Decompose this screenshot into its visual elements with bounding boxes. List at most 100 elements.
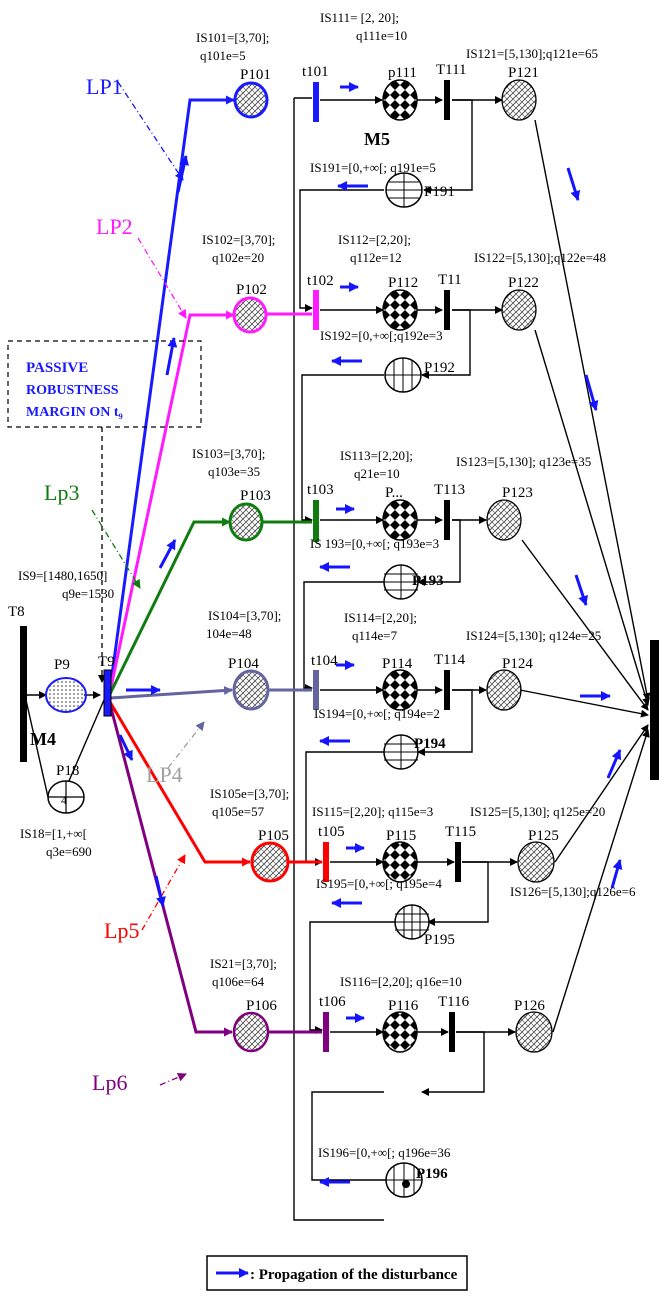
t116-label: T116	[438, 994, 470, 1010]
transitions	[20, 80, 659, 1052]
p122-label: P122	[508, 275, 539, 291]
p102-label: P102	[236, 282, 267, 298]
transition-t112	[444, 290, 450, 330]
transition-t9	[103, 669, 112, 717]
place-p194	[383, 734, 419, 770]
place-p9	[45, 677, 87, 713]
t105-label: t105	[318, 824, 345, 840]
is104-text: IS104=[3,70];	[208, 608, 281, 623]
passive-line1: PASSIVE	[26, 360, 88, 376]
place-p123	[486, 499, 522, 541]
transition-t101	[313, 82, 319, 122]
place-p116	[382, 1011, 418, 1053]
t101-label: t101	[302, 64, 329, 80]
q106-text: q106e=64	[212, 974, 265, 989]
q9-text: q9e=1530	[62, 586, 114, 601]
lp1-label: LP1	[86, 74, 123, 99]
place-p112	[382, 289, 418, 331]
p115-label: P115	[386, 828, 416, 844]
disturbance-arrows	[118, 82, 623, 1187]
is125-text: IS125=[5,130]; q125e=20	[470, 804, 605, 819]
place-p192	[384, 357, 422, 393]
place-p106	[232, 1011, 270, 1053]
place-p105	[250, 841, 290, 883]
t8-label: T8	[8, 604, 25, 620]
lp5-label: Lp5	[104, 918, 139, 943]
place-p121	[501, 79, 537, 121]
lp4-label: LP4	[146, 762, 183, 787]
p18-token: 4	[61, 793, 67, 807]
q113-text: q21e=10	[354, 466, 400, 481]
transition-t115	[455, 842, 461, 882]
is122-text: IS122=[5,130];q122e=48	[474, 250, 606, 265]
is116-text: IS116=[2,20]; q16e=10	[340, 974, 462, 989]
p196-label: P196	[416, 1166, 448, 1182]
t114-label: T114	[434, 652, 466, 668]
place-p113	[382, 499, 418, 541]
p121-label: P121	[508, 65, 539, 81]
q112-text: q112e=12	[350, 250, 402, 265]
q105-text: q105e=57	[212, 804, 265, 819]
is114-text: IS114=[2,20];	[344, 610, 417, 625]
m4-label: M4	[30, 729, 56, 749]
q114-text: q114e=7	[352, 628, 398, 643]
t111-label: T111	[436, 62, 467, 78]
lp6-arc	[108, 703, 233, 1037]
return-bus-line	[293, 98, 384, 1221]
is105-text: IS105e=[3,70];	[210, 786, 289, 801]
p125-label: P125	[528, 828, 559, 844]
m5-label: M5	[364, 129, 390, 149]
place-p196	[385, 1162, 423, 1198]
transition-t104	[313, 670, 319, 710]
is191-text: IS191=[0,+∞[; q191e=5	[310, 160, 436, 175]
passive-line3: MARGIN ON t₉	[26, 405, 123, 420]
transition-t111	[444, 80, 450, 120]
label-pointers	[91, 81, 205, 1086]
is112-text: IS112=[2,20];	[338, 232, 411, 247]
is103-text: IS103=[3,70];	[192, 446, 265, 461]
is194-text: IS194=[0,+∞[; q194e=2	[314, 706, 440, 721]
is9-text: IS9=[1480,1650]	[18, 568, 107, 583]
transition-t103	[313, 500, 319, 542]
is193-text: IS 193=[0,+∞[; q193e=3	[310, 536, 439, 551]
place-p102	[232, 296, 268, 334]
is126-text: IS126=[5,130];q126e=6	[510, 884, 636, 899]
place-p104	[232, 669, 270, 711]
is123-text: IS123=[5,130]; q123e=35	[456, 454, 591, 469]
place-p114	[382, 669, 418, 711]
q18-text: q3e=690	[46, 844, 92, 859]
p113-label: P...	[385, 485, 403, 501]
places	[45, 79, 555, 1198]
p123-label: P123	[502, 485, 533, 501]
is195-text: IS195=[0,+∞[; q195e=4	[316, 876, 442, 891]
place-p124	[486, 669, 522, 711]
p116-label: P116	[388, 998, 419, 1014]
q103-text: q103e=35	[208, 464, 260, 479]
transition-final	[650, 640, 659, 780]
is101-text: IS101=[3,70];	[196, 30, 269, 45]
q104-text: 104e=48	[206, 626, 252, 641]
passive-robustness-box: PASSIVE ROBUSTNESS MARGIN ON t₉	[7, 340, 202, 683]
transition-t106	[323, 1012, 329, 1052]
is102-text: IS102=[3,70];	[202, 232, 275, 247]
legend: : Propagation of the disturbance	[206, 1255, 468, 1291]
p195-label: P195	[424, 932, 455, 948]
place-p115	[382, 841, 418, 883]
is196-text: IS196=[0,+∞[; q196e=36	[318, 1145, 451, 1160]
is115-text: IS115=[2,20]; q115e=3	[312, 804, 433, 819]
q111-text: q111e=10	[356, 28, 407, 43]
p114-label: P114	[382, 656, 413, 672]
place-p193	[383, 564, 419, 600]
place-p111	[382, 79, 418, 121]
transition-t113	[444, 500, 450, 540]
place-p103	[228, 502, 264, 542]
place-p101	[233, 81, 269, 119]
t104-label: t104	[311, 653, 338, 669]
t115-label: T115	[445, 824, 476, 840]
t106-label: t106	[319, 994, 346, 1010]
is111-text: IS111= [2, 20];	[320, 10, 399, 25]
p191-label: P191	[424, 184, 455, 200]
is192-text: IS192=[0,+∞[;q192e=3	[320, 328, 443, 343]
lp5-arc	[108, 701, 251, 867]
